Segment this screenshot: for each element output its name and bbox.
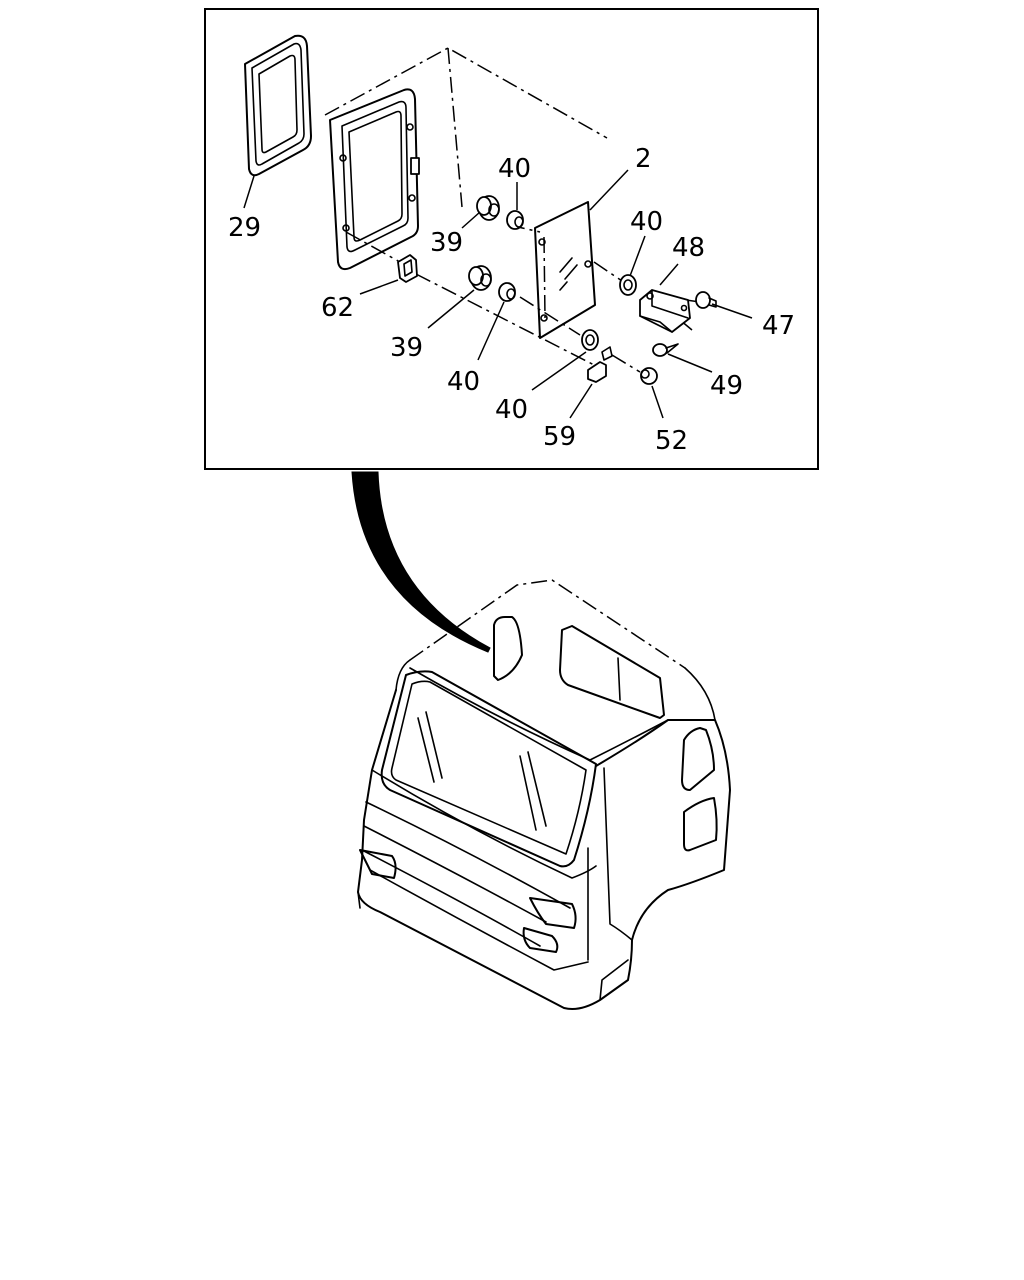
callout-49: 49 (710, 371, 743, 401)
callouts: 29 2 40 39 40 48 47 62 39 40 40 59 52 49 (228, 144, 795, 456)
detail-frame (204, 8, 819, 470)
callout-40-top: 40 (498, 154, 531, 184)
weatherstrip-part-29 (244, 34, 312, 177)
callout-2: 2 (635, 144, 652, 174)
callout-40-right: 40 (630, 207, 663, 237)
detail-pointer-arrow (351, 471, 491, 653)
latch-part-62 (397, 254, 418, 283)
callout-47: 47 (762, 311, 795, 341)
screw-part-47 (695, 291, 717, 309)
grommet-40-right (619, 274, 637, 296)
truck-cab (357, 579, 731, 1010)
bushing-39-lower (468, 265, 492, 291)
callout-29: 29 (228, 213, 261, 243)
callout-40-middle: 40 (495, 395, 528, 425)
bracket-part-48 (639, 289, 691, 333)
callout-39-top: 39 (430, 228, 463, 258)
grommet-40-middle (581, 329, 599, 351)
screw-part-52 (640, 367, 658, 385)
callout-59: 59 (543, 422, 576, 452)
screw-part-49 (652, 343, 679, 357)
glass-part-2 (534, 201, 596, 339)
grommet-40-lower (498, 282, 516, 302)
callout-62: 62 (321, 293, 354, 323)
callout-52: 52 (655, 426, 688, 456)
callout-40-bottom: 40 (447, 367, 480, 397)
leader-lines (243, 169, 753, 419)
callout-48: 48 (672, 233, 705, 263)
bushing-39-upper (476, 195, 500, 221)
callout-39-bottom: 39 (390, 333, 423, 363)
grommet-40-upper (506, 210, 524, 230)
stopper-part-59 (587, 346, 613, 383)
window-frame (329, 88, 420, 271)
